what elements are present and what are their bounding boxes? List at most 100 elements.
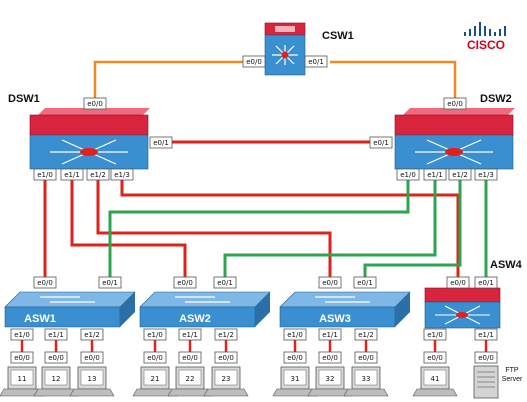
dsw1-port-e1-0: e1/0 [33,168,57,181]
svg-text:e0/1: e0/1 [102,279,118,287]
asw2-port-e1-2: e1/2 [214,328,238,341]
svg-text:e0/0: e0/0 [182,354,198,362]
svg-text:e0/0: e0/0 [450,279,466,287]
dsw2-port-e0-1: e0/1 [369,136,393,149]
csw1-port-e0-1: e0/1 [304,55,328,68]
asw1-port-e1-0: e1/0 [10,328,34,341]
csw1-label: CSW1 [322,30,354,42]
asw2-port-e1-1: e1/1 [178,328,202,341]
dsw1-label: DSW1 [8,93,40,105]
pc32-port: e0/0 [318,351,342,364]
pc-33[interactable]: 33 [343,366,389,397]
svg-text:e1/0: e1/0 [14,331,30,339]
pc-13-label: 13 [88,375,97,383]
pc22-port: e0/0 [178,351,202,364]
pc-13[interactable]: 13 [69,366,115,397]
cisco-logo: CISCO [464,22,506,52]
pc-22-label: 22 [186,375,195,383]
svg-text:e0/0: e0/0 [37,279,53,287]
pc-21[interactable]: 21 [132,366,178,397]
pc-32-label: 32 [326,375,335,383]
svg-text:e0/0: e0/0 [87,100,103,108]
svg-text:e1/2: e1/2 [84,331,100,339]
svg-text:e1/2: e1/2 [358,331,374,339]
asw2-device[interactable] [139,291,271,328]
pc-41[interactable]: 41 [412,366,458,397]
svg-text:e1/1: e1/1 [182,331,198,339]
svg-text:e0/0: e0/0 [147,354,163,362]
svg-text:e0/1: e0/1 [478,279,494,287]
pc-41-label: 41 [431,375,440,383]
pc-32[interactable]: 32 [307,366,353,397]
svg-text:e1/2: e1/2 [452,171,468,179]
asw1-label: ASW1 [24,313,56,325]
svg-text:e0/1: e0/1 [217,279,233,287]
dsw2-device[interactable] [394,108,515,170]
asw3-port-e0-0: e0/0 [318,276,342,289]
pc-22[interactable]: 22 [167,366,213,397]
asw1-device[interactable] [4,291,136,328]
dsw2-port-e0-0: e0/0 [443,97,467,110]
host-ports: e0/0 e0/0 e0/0 e0/0 e0/0 e0/0 e0/0 e0/0 … [10,351,498,364]
pc-11-label: 11 [18,375,27,383]
switch-arrows-icon [315,296,370,303]
svg-text:e0/0: e0/0 [48,354,64,362]
svg-text:e1/0: e1/0 [427,331,443,339]
asw3-device[interactable] [279,291,411,328]
asw3-port-e1-0: e1/0 [283,328,307,341]
svg-text:e0/0: e0/0 [287,354,303,362]
asw4-port-e0-0: e0/0 [446,276,470,289]
switch-arrows-icon [40,296,95,303]
pc13-port: e0/0 [80,351,104,364]
svg-text:e1/3: e1/3 [114,171,130,179]
asw3-port-e1-1: e1/1 [318,328,342,341]
pc-11[interactable]: 11 [0,366,45,397]
pc31-port: e0/0 [283,351,307,364]
dsw1-port-e1-2: e1/2 [86,168,110,181]
asw3-port-e1-2: e1/2 [354,328,378,341]
svg-text:e0/1: e0/1 [373,139,389,147]
dsw2-label: DSW2 [480,93,512,105]
pc41-port: e0/0 [423,351,447,364]
svg-text:e1/1: e1/1 [427,171,443,179]
svg-text:e0/1: e0/1 [357,279,373,287]
svg-text:e0/0: e0/0 [84,354,100,362]
asw3-label: ASW3 [319,313,351,325]
asw4-label: ASW4 [490,259,523,271]
pc-33-label: 33 [362,375,371,383]
dsw1-port-e1-1: e1/1 [60,168,84,181]
svg-text:e0/0: e0/0 [447,100,463,108]
svg-text:e0/0: e0/0 [14,354,30,362]
ftp-server[interactable] [473,365,499,399]
dsw2-port-e1-1: e1/1 [423,168,447,181]
pc-23[interactable]: 23 [203,366,249,397]
link-dsw1-asw3 [96,177,332,278]
asw2-label: ASW2 [179,313,211,325]
switch-arrows-icon [175,296,230,303]
asw1-port-e1-1: e1/1 [44,328,68,341]
asw1-port-e1-2: e1/2 [80,328,104,341]
server-port: e0/0 [474,351,498,364]
pc-31[interactable]: 31 [272,366,318,397]
svg-text:e0/0: e0/0 [218,354,234,362]
csw1-device[interactable] [264,22,306,76]
ftp-server-label-line2: Server [502,376,523,383]
asw4-port-e1-0: e1/0 [423,328,447,341]
dsw2-port-e1-0: e1/0 [396,168,420,181]
asw3-port-e0-1: e0/1 [353,276,377,289]
svg-text:e1/1: e1/1 [322,331,338,339]
dsw1-device[interactable] [29,108,150,170]
svg-text:e1/1: e1/1 [478,331,494,339]
link-dsw2-asw3 [363,177,462,278]
svg-text:e1/0: e1/0 [147,331,163,339]
link-dsw2-asw1 [108,177,410,278]
pc-12[interactable]: 12 [33,366,79,397]
asw4-port-e0-1: e0/1 [474,276,498,289]
csw1-port-e0-0: e0/0 [242,55,266,68]
pc23-port: e0/0 [214,351,238,364]
pc-21-label: 21 [151,375,160,383]
asw4-device[interactable] [424,287,501,329]
dsw1-port-e1-3: e1/3 [110,168,134,181]
dsw2-port-e1-3: e1/3 [474,168,498,181]
